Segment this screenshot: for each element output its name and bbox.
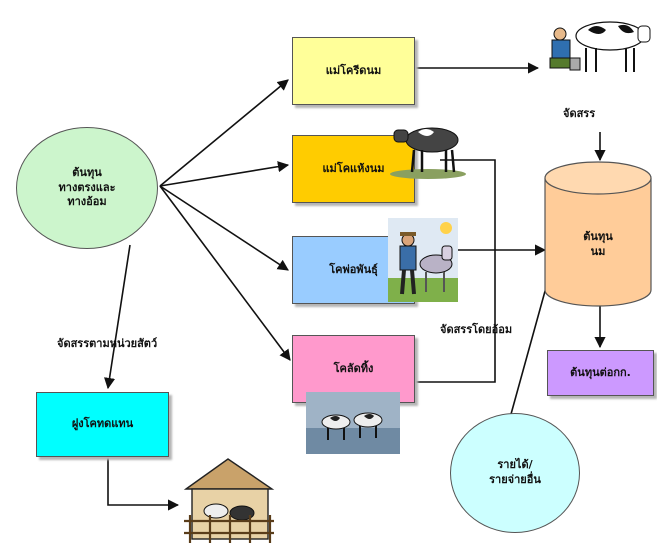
milk-cost-cylinder — [544, 161, 652, 307]
milking-cow-picture — [549, 21, 651, 72]
cost-per-kg-box: ต้นทุนต่อกก. — [547, 350, 654, 396]
dry-cow-picture — [390, 127, 466, 179]
barn-picture — [183, 458, 275, 543]
allocate-label: จัดสรร — [563, 107, 596, 120]
allocate-per-unit-label: จัดสรรตามหน่วยสัตว์ — [57, 337, 158, 350]
indirect-bracket — [415, 159, 496, 383]
dry-cows-box: แม่โคแห้งนม — [292, 135, 415, 203]
milking-cows-box: แม่โครีดนม — [292, 37, 415, 105]
cost-circle: ต้นทุน ทางตรงและ ทางอ้อม — [16, 127, 158, 249]
cows-water-picture — [306, 392, 400, 454]
heifers-box: โคลัดทิ้ง — [292, 335, 415, 403]
arrow-to-milking-cows — [159, 79, 289, 187]
arrow-to-breeding-bulls — [159, 185, 289, 271]
other-income-circle: รายได้/ รายจ่ายอื่น — [450, 413, 580, 533]
arrow-to-barn — [107, 457, 180, 511]
allocate-indirect-label: จัดสรรโดยอ้อม — [440, 323, 513, 336]
arrow-to-herd-replacement — [103, 244, 131, 390]
arrow-to-heifers — [159, 185, 291, 361]
farmer-cow-picture — [388, 218, 458, 302]
herd-replacement-box: ฝูงโคทดแทน — [36, 392, 169, 457]
milk-cost-label: ต้นทุน นม — [583, 230, 613, 258]
arrow-to-dry-cows — [159, 161, 290, 187]
